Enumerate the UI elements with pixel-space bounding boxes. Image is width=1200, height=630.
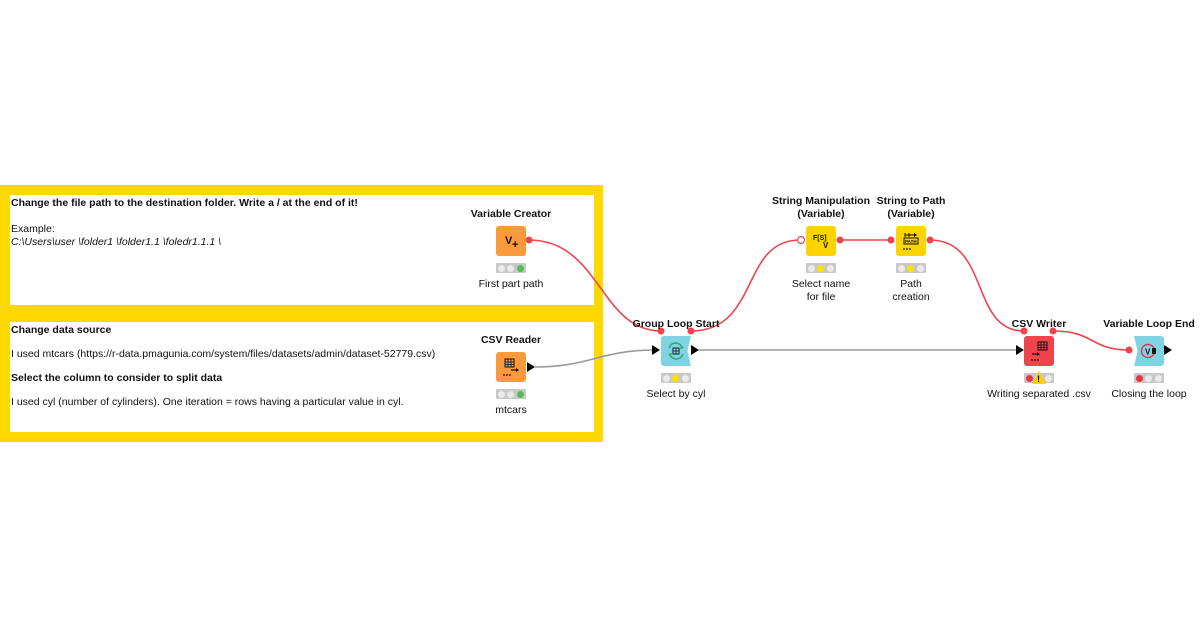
table-reader-icon[interactable] <box>496 352 526 382</box>
annotation-example-label: Example: <box>11 223 55 235</box>
string-manipulation-icon[interactable]: F[S] V <box>806 226 836 256</box>
node-label-line: for file <box>806 291 836 303</box>
node-label-line: Path <box>900 278 922 290</box>
node-title-line: (Variable) <box>797 208 845 220</box>
status-indicator <box>496 389 526 399</box>
warning-icon[interactable] <box>1032 371 1046 384</box>
node-label-line: Select name <box>791 278 851 290</box>
node-csv-writer[interactable]: CSV Writer ! Writing separated .csv <box>979 305 1099 401</box>
node-group-loop-start[interactable]: Group Loop Start Select by cyl <box>616 305 736 401</box>
connection-group-loop-start-to-string-manipulation[interactable] <box>690 239 801 332</box>
svg-text:V: V <box>1145 348 1151 357</box>
annotation-heading-data-source: Change data source <box>11 324 112 336</box>
node-label[interactable]: Path creation <box>851 278 971 304</box>
status-indicator <box>496 263 526 273</box>
node-title-line: String to Path <box>876 195 946 207</box>
node-label[interactable]: Select name for file <box>761 278 881 304</box>
csv-writer-var-in-port[interactable] <box>1020 327 1028 335</box>
svg-text:V: V <box>823 241 829 250</box>
svg-text:+: + <box>512 239 518 251</box>
connection-csv-writer-to-variable-loop-end[interactable] <box>1052 330 1130 351</box>
node-title-line: String Manipulation <box>772 195 870 207</box>
svg-text:V: V <box>505 235 513 247</box>
group-loop-start-in-port[interactable] <box>652 345 660 355</box>
string-to-path-out-port[interactable] <box>926 236 934 244</box>
node-title: Variable Creator <box>470 208 552 220</box>
status-indicator: ! <box>1024 371 1054 384</box>
node-label[interactable]: mtcars <box>495 404 527 416</box>
annotation-example-path: C:\Users\user \folder1 \folder1.1 \foled… <box>11 236 222 248</box>
csv-reader-out-port[interactable] <box>527 362 535 372</box>
connection-csv-reader-to-group-loop-start[interactable] <box>534 349 656 368</box>
string-to-path-in-port[interactable] <box>887 236 895 244</box>
variable-plus-icon[interactable]: V+ <box>496 226 526 256</box>
group-loop-start-out-port[interactable] <box>691 345 699 355</box>
node-title: Group Loop Start <box>632 318 720 330</box>
loop-start-icon[interactable] <box>661 336 691 366</box>
node-title: Variable Loop End <box>1103 318 1195 330</box>
node-variable-loop-end[interactable]: Variable Loop End V Closing the loop <box>1089 305 1200 401</box>
node-label[interactable]: Select by cyl <box>646 388 706 400</box>
csv-writer-in-port[interactable] <box>1016 345 1024 355</box>
node-label[interactable]: First part path <box>478 278 544 290</box>
connection-string-to-path-to-csv-writer[interactable] <box>929 239 1025 332</box>
node-label[interactable]: Closing the loop <box>1111 388 1187 400</box>
svg-text:F[S]: F[S] <box>813 235 827 242</box>
node-string-manipulation[interactable]: String Manipulation (Variable) F[S] V Se… <box>761 195 881 304</box>
warning-mark: ! <box>1037 374 1040 384</box>
status-indicator <box>806 263 836 273</box>
node-variable-creator[interactable]: Variable Creator V+ First part path <box>451 195 571 291</box>
variable-creator-out-port[interactable] <box>525 236 533 244</box>
connection-variable-creator-to-group-loop-start[interactable] <box>528 239 662 332</box>
node-string-to-path[interactable]: String to Path (Variable) PATH Path crea… <box>851 195 971 304</box>
svg-text:PATH: PATH <box>905 239 917 244</box>
loop-end-icon[interactable]: V <box>1134 336 1164 366</box>
node-title: CSV Writer <box>1011 318 1067 330</box>
status-indicator <box>896 263 926 273</box>
annotation-heading-split-column: Select the column to consider to split d… <box>11 372 223 384</box>
group-loop-start-var-out-port[interactable] <box>687 327 695 335</box>
node-title: String Manipulation (Variable) <box>761 195 881 221</box>
table-writer-icon[interactable] <box>1024 336 1054 366</box>
group-loop-start-var-in-port[interactable] <box>657 327 665 335</box>
node-title: CSV Reader <box>480 334 542 346</box>
string-to-path-icon[interactable]: PATH <box>896 226 926 256</box>
node-label-line: creation <box>892 291 930 303</box>
node-title-line: (Variable) <box>887 208 935 220</box>
variable-loop-end-out-port[interactable] <box>1164 345 1172 355</box>
csv-writer-var-out-port[interactable] <box>1049 327 1057 335</box>
node-label[interactable]: Writing separated .csv <box>987 388 1091 400</box>
node-csv-reader[interactable]: CSV Reader mtcars <box>451 321 571 417</box>
annotation-text-data-source: I used mtcars (https://r-data.pmagunia.c… <box>11 348 436 360</box>
status-indicator <box>1134 373 1164 383</box>
annotation-text-split-column: I used cyl (number of cylinders). One it… <box>11 396 404 408</box>
string-manipulation-in-port[interactable] <box>796 235 806 245</box>
status-indicator <box>661 373 691 383</box>
annotation-title: Change the file path to the destination … <box>11 197 358 209</box>
variable-loop-end-in-port[interactable] <box>1125 346 1133 354</box>
string-manipulation-out-port[interactable] <box>836 236 844 244</box>
node-title: String to Path (Variable) <box>851 195 971 221</box>
